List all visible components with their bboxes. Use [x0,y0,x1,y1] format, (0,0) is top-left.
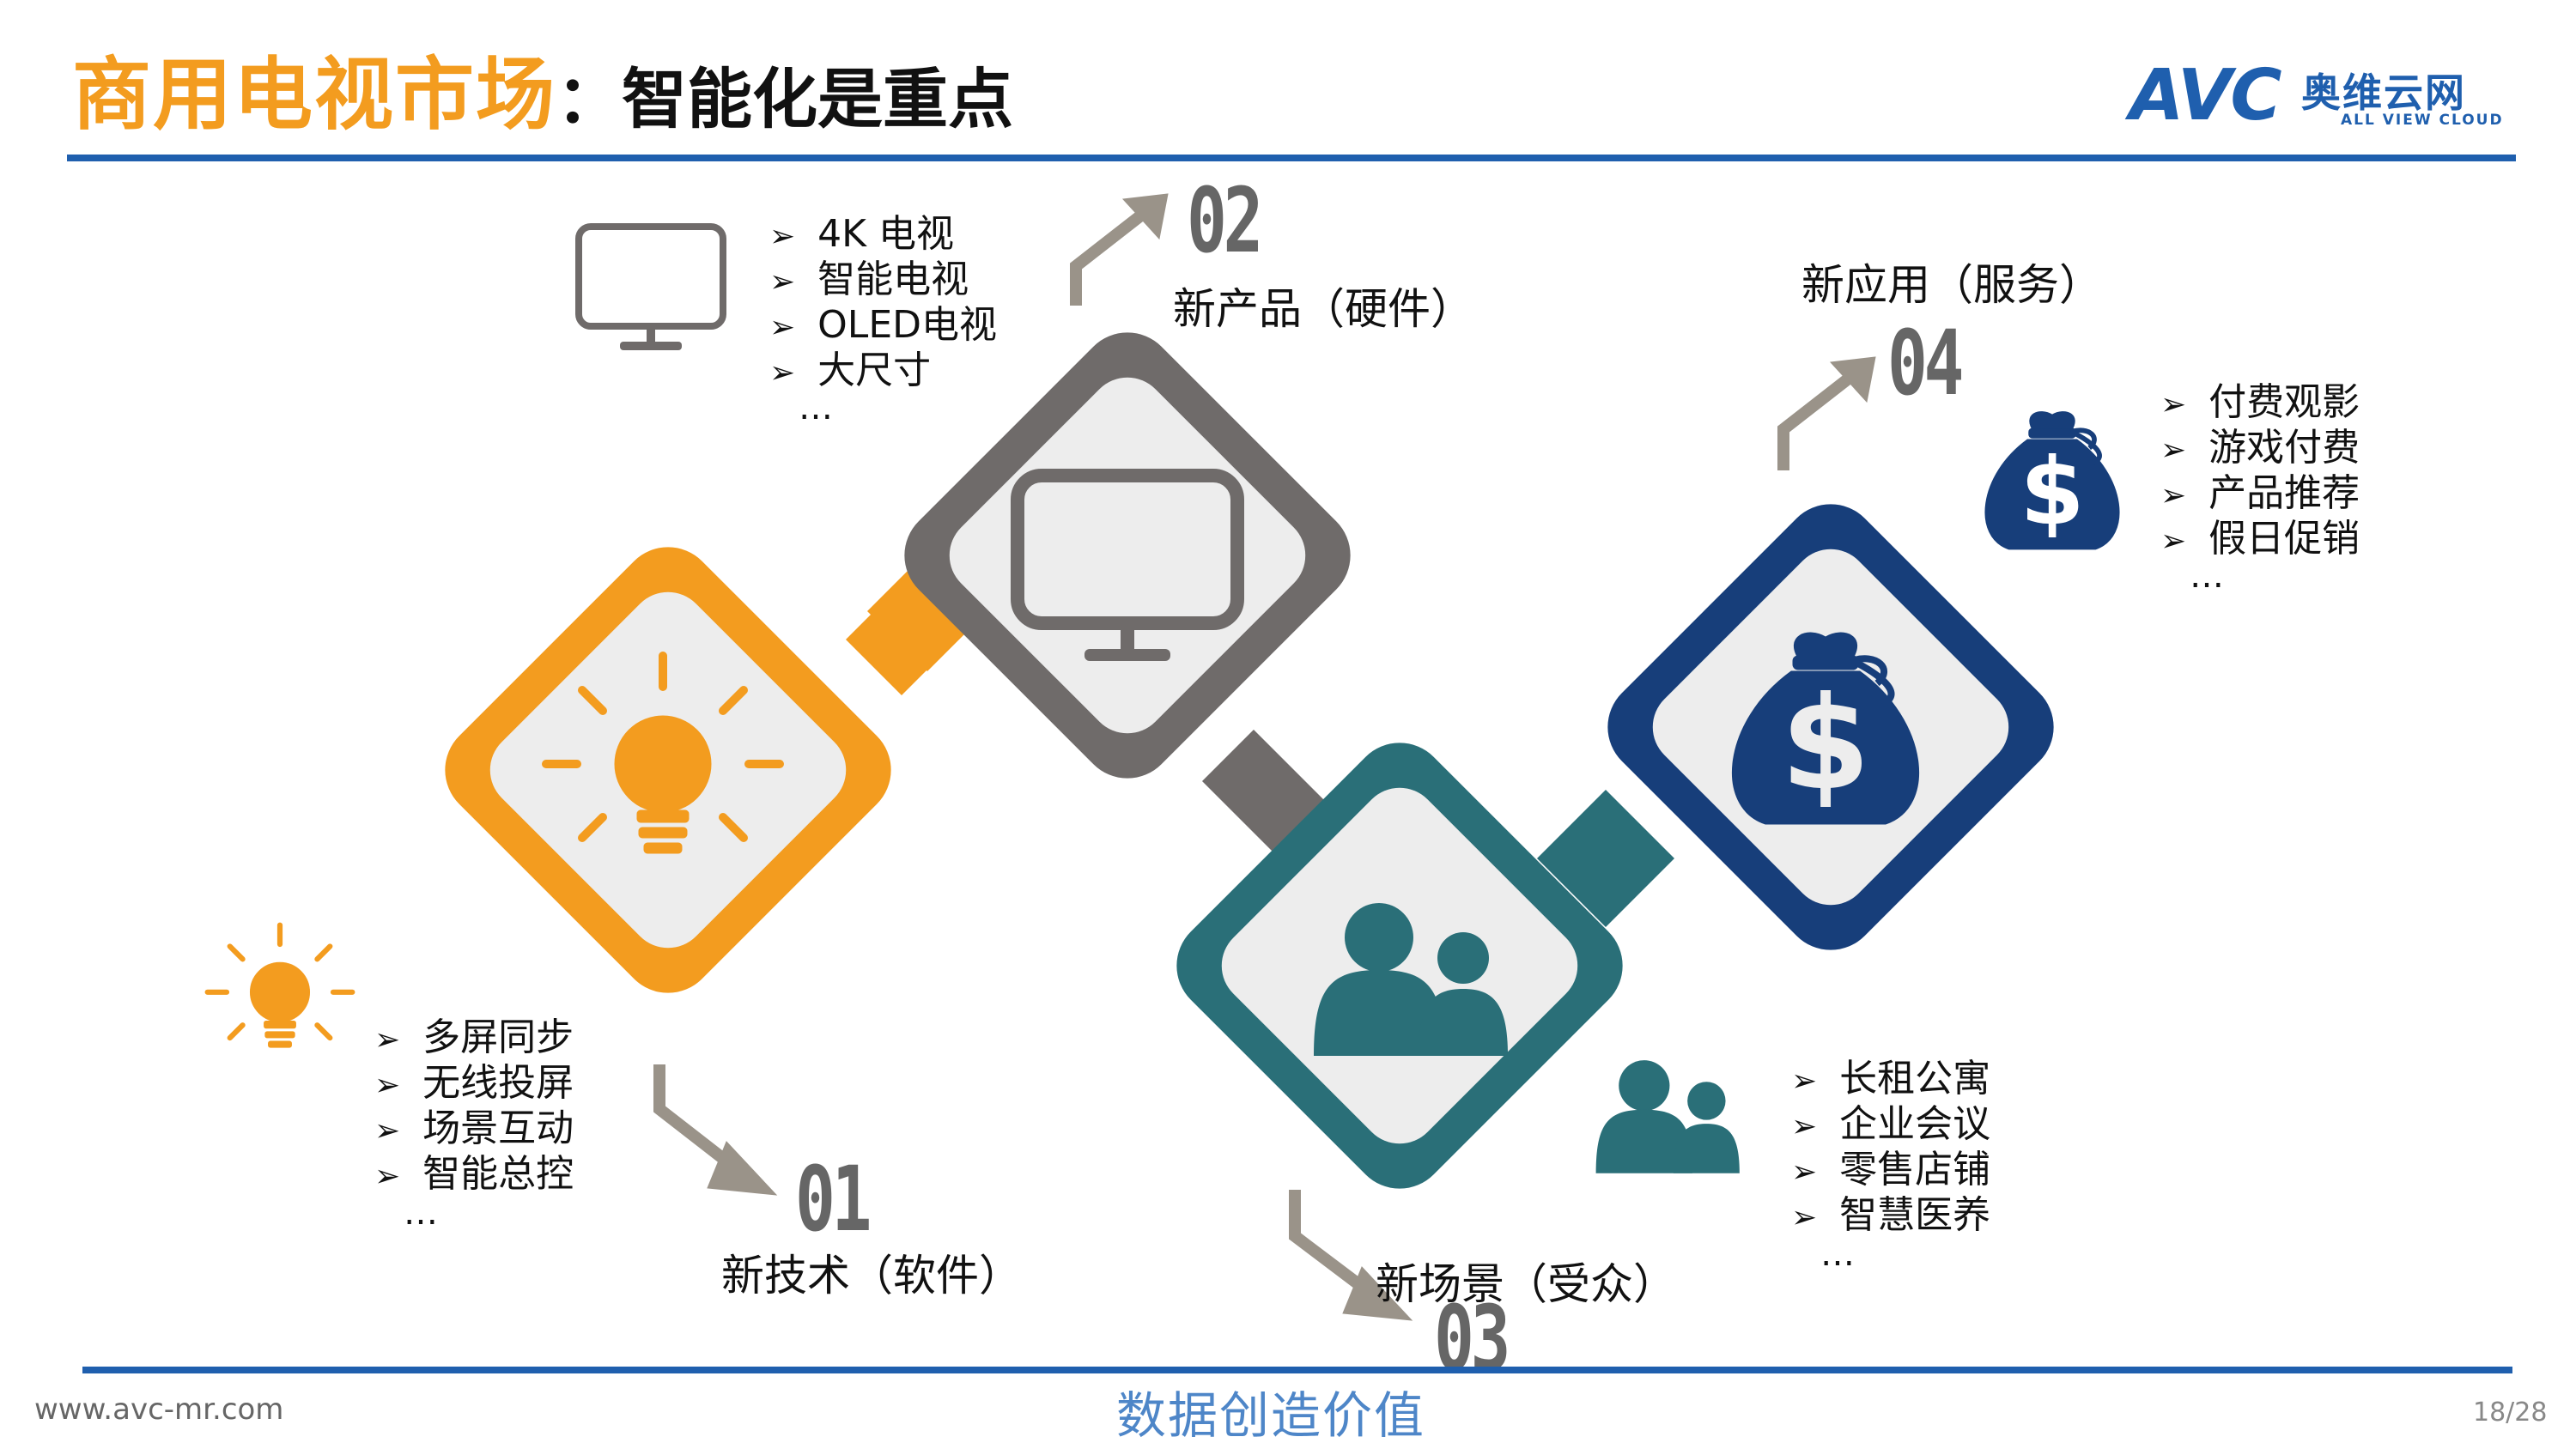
list-item: ➢多屏同步 [374,1016,574,1059]
arrow-04 [1777,356,1876,470]
money-bag-small-icon: $ [1985,411,2119,549]
logo-mark: AVC [2129,55,2282,136]
step-01-more: … [404,1193,438,1233]
logo-en: ALL VIEW CLOUD [2341,112,2504,129]
footer-url: www.avc-mr.com [34,1392,284,1427]
arrow-02 [1070,193,1169,306]
step-04-caption: 新应用（服务） [1801,260,2102,310]
page-number: 18/28 [2473,1397,2548,1428]
list-item: ➢OLED电视 [769,303,997,347]
step-04-number: 04 [1887,311,1964,415]
connector-03-04 [1537,790,1674,927]
step-02-caption: 新产品（硬件） [1173,284,1473,334]
step-01-caption: 新技术（软件） [721,1251,1022,1300]
list-item: ➢无线投屏 [374,1061,574,1105]
page-title: 商用电视市场：智能化是重点 [72,31,1013,145]
list-item: ➢产品推荐 [2160,471,2360,515]
logo-cn: 奥维云网 [2301,70,2466,116]
footer-slogan: 数据创造价值 [1116,1386,1426,1445]
step-02-bullets: ➢4K 电视 ➢智能电视 ➢OLED电视 ➢大尺寸 [769,213,997,395]
monitor-small-icon [575,223,726,350]
list-item: ➢游戏付费 [2160,426,2360,470]
step-03-number: 03 [1434,1286,1510,1391]
people-small-icon [1595,1060,1740,1173]
title-main: 商用电视市场 [72,49,557,141]
step-01-number: 01 [795,1147,872,1252]
list-item: ➢智慧医养 [1791,1193,1991,1237]
step-04-more: … [2190,556,2224,596]
footer-divider [82,1367,2512,1373]
monitor-icon [1011,469,1244,661]
money-bag-icon: $ [1732,633,1918,824]
list-item: ➢长租公寓 [1791,1057,1991,1100]
step-04-bullets: ➢付费观影 ➢游戏付费 ➢产品推荐 ➢假日促销 [2160,381,2360,563]
svg-text:$: $ [1781,670,1870,819]
title-sub: ：智能化是重点 [556,61,1014,137]
step-03-bullets: ➢长租公寓 ➢企业会议 ➢零售店铺 ➢智慧医养 [1791,1058,1990,1240]
list-item: ➢假日促销 [2160,517,2360,561]
step-02-number: 02 [1187,168,1263,273]
list-item: ➢付费观影 [2160,380,2360,424]
list-item: ➢智能总控 [374,1152,574,1196]
step-01-bullets: ➢多屏同步 ➢无线投屏 ➢场景互动 ➢智能总控 [374,1016,574,1198]
avc-logo: AVC 奥维云网 ALL VIEW CLOUD [2129,55,2533,141]
step-03-more: … [1820,1234,1855,1274]
header-divider [67,155,2516,161]
step-02-more: … [799,388,833,427]
diamond-02 [904,332,1351,779]
arrow-03 [1289,1190,1413,1321]
list-item: ➢智能电视 [769,258,969,301]
list-item: ➢场景互动 [374,1106,574,1150]
list-item: ➢大尺寸 [769,349,932,392]
step-03-caption: 新场景（受众） [1376,1259,1676,1309]
arrow-01 [653,1064,778,1196]
list-item: ➢零售店铺 [1791,1148,1991,1191]
list-item: ➢4K 电视 [769,212,955,256]
svg-text:$: $ [2020,439,2084,546]
list-item: ➢企业会议 [1791,1102,1991,1146]
lightbulb-small-icon [208,925,353,1048]
